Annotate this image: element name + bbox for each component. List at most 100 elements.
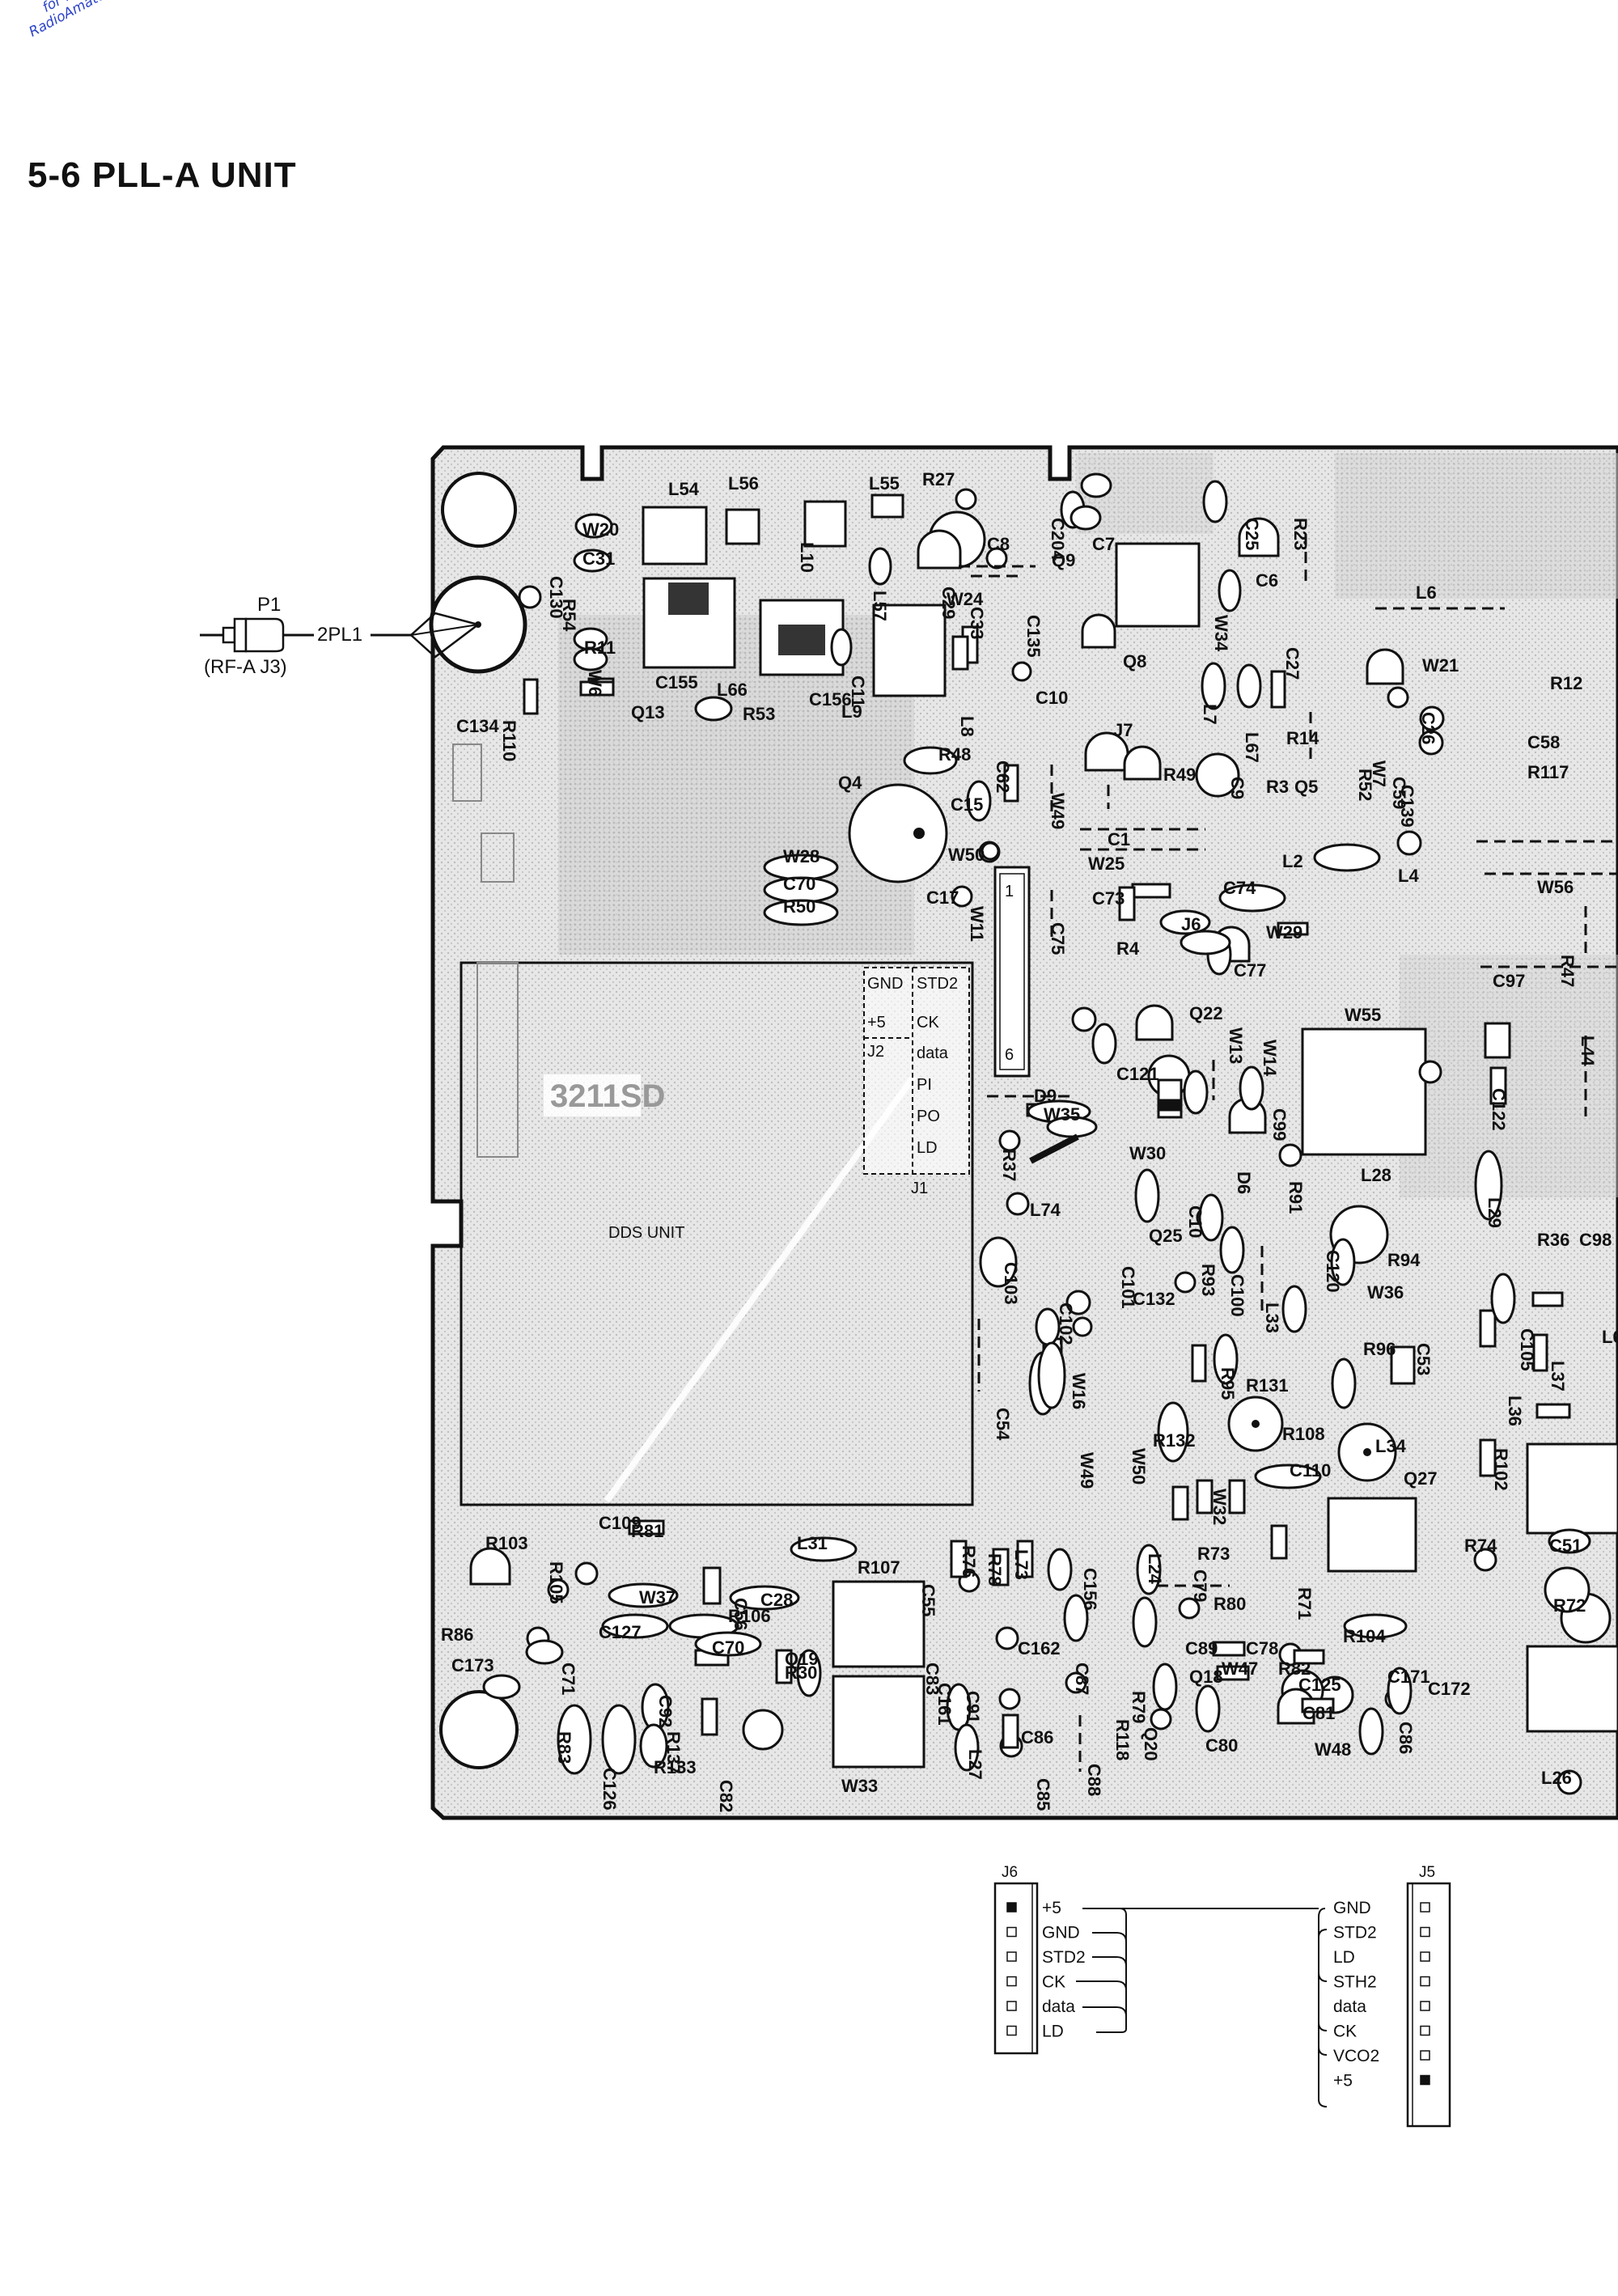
designator-r50: R50 [783, 896, 815, 917]
designator-w32: W32 [1209, 1489, 1230, 1525]
designator-c98: C98 [1579, 1230, 1612, 1250]
designator-l73: L73 [1011, 1549, 1031, 1580]
designator-r76: R76 [959, 1545, 979, 1578]
cable-j5-pin-square [1420, 2001, 1430, 2011]
designator-c7: C7 [1092, 534, 1115, 554]
designator-l67: L67 [1242, 732, 1262, 763]
cable-j6-pin-label: STD2 [1042, 1948, 1086, 1967]
designator-r72: R72 [1553, 1595, 1586, 1616]
designator-l54: L54 [668, 479, 700, 499]
designator-w55: W55 [1345, 1005, 1381, 1025]
designator-c91: C91 [963, 1691, 983, 1723]
designator-c10: C10 [1036, 688, 1068, 708]
designator-r137: R137 [663, 1731, 684, 1774]
designator-c74: C74 [1223, 878, 1256, 898]
designator-r104: R104 [1343, 1626, 1386, 1646]
designator-q19: Q19 [785, 1649, 819, 1669]
trimmer-centers [913, 828, 1371, 1456]
designator-l9: L9 [841, 701, 862, 722]
designator-c135: C135 [1023, 615, 1044, 658]
inductors [1037, 1150, 1503, 1463]
designator-c27: C27 [1282, 647, 1302, 680]
designator-q9: Q9 [1052, 550, 1075, 570]
cable-j5-pin-label: +5 [1333, 2072, 1353, 2091]
cable-j5-pin-square [1420, 2025, 1430, 2036]
cable-j5-pin-label: LD [1333, 1948, 1355, 1967]
designator-w13: W13 [1226, 1027, 1246, 1064]
designator-r80: R80 [1214, 1594, 1246, 1614]
designator-w30: W30 [1129, 1143, 1166, 1163]
designator-c79: C79 [1190, 1569, 1210, 1602]
designator-r106: R106 [728, 1606, 771, 1626]
designator-c103: C103 [1001, 1262, 1021, 1305]
j6-pin1-number: 1 [1005, 883, 1014, 900]
designator-r49: R49 [1163, 765, 1196, 785]
designator-c109: C109 [599, 1513, 642, 1533]
designator-w16: W16 [1069, 1373, 1089, 1409]
designator-w14: W14 [1260, 1040, 1280, 1077]
designator-w47: W47 [1222, 1658, 1258, 1679]
designator-l10: L10 [797, 542, 817, 573]
designator-w50: W50 [948, 845, 985, 865]
designator-c6: C6 [1256, 570, 1278, 591]
designator-c172: C172 [1428, 1679, 1471, 1699]
p1-label: P1 [257, 594, 281, 616]
cable-j6-pin-square [1006, 1902, 1017, 1913]
cable-j5-pin-square [1420, 1976, 1430, 1987]
designator-r102: R102 [1491, 1448, 1511, 1491]
jumper-wires [959, 534, 1618, 1772]
designator-r95: R95 [1218, 1367, 1238, 1400]
cable-j6-pin-label: CK [1042, 1973, 1065, 1992]
cable-j5-pin-square [1420, 1926, 1430, 1938]
designator-l44: L44 [1578, 1036, 1598, 1067]
designator-l37: L37 [1548, 1361, 1568, 1392]
shield-can-fills [668, 582, 825, 655]
designator-c99: C99 [1269, 1108, 1290, 1141]
designator-c155: C155 [655, 672, 698, 693]
j2-pin-gnd: GND [867, 975, 903, 993]
designator-w28: W28 [783, 846, 820, 866]
designator-w49: W49 [1077, 1452, 1097, 1489]
designator-w7: W7 [1369, 760, 1389, 787]
designator-c33: C33 [967, 607, 987, 639]
designator-q13: Q13 [631, 702, 665, 722]
designator-r82: R82 [1278, 1658, 1311, 1679]
designator-c139: C139 [1397, 785, 1417, 828]
designator-j7: J7 [1113, 720, 1133, 740]
designator-c126: C126 [599, 1768, 620, 1811]
designator-c120: C120 [1323, 1250, 1343, 1293]
designator-l6: L6 [1416, 582, 1437, 603]
designator-c88: C88 [1084, 1764, 1104, 1796]
designator-w49: W49 [1048, 793, 1068, 829]
designator-l8: L8 [957, 716, 977, 737]
designator-w20: W20 [582, 519, 619, 540]
designator-c87: C87 [1072, 1663, 1092, 1695]
designator-c81: C81 [1302, 1703, 1335, 1723]
designator-w35: W35 [1044, 1104, 1080, 1125]
designator-c29: C29 [938, 587, 959, 619]
cable-j6-pin-square [1006, 1951, 1017, 1962]
designator-c156: C156 [809, 689, 852, 710]
designator-c130: C130 [546, 576, 566, 619]
cable-wires [1076, 1908, 1328, 2107]
designator-r108: R108 [1282, 1424, 1325, 1444]
designator-c73: C73 [1092, 888, 1125, 909]
cable-j6-title: J6 [1002, 1864, 1018, 1881]
designator-c86: C86 [1396, 1722, 1416, 1754]
cable-j6-pin-label: +5 [1042, 1899, 1061, 1917]
designator-q27: Q27 [1404, 1468, 1438, 1489]
designator-l4: L4 [1398, 866, 1419, 886]
designator-l2: L2 [1282, 851, 1303, 871]
designator-c82: C82 [716, 1780, 736, 1812]
j1-pin-po: PO [917, 1108, 940, 1125]
cable-j6-pin-square [1006, 2025, 1017, 2036]
designator-c101: C101 [1118, 1266, 1138, 1309]
designator-c161: C161 [934, 1683, 955, 1726]
designator-c204: C204 [1048, 518, 1068, 561]
designator-r12: R12 [1550, 673, 1582, 693]
designator-c171: C171 [1387, 1667, 1430, 1687]
designator-r132: R132 [1153, 1430, 1196, 1451]
